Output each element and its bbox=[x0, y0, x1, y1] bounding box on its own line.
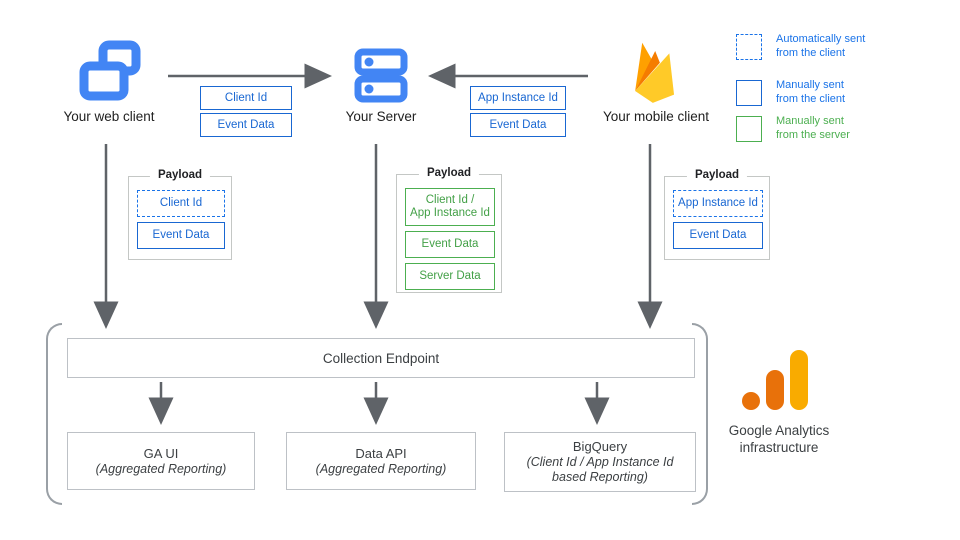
param-event-data: Event Data bbox=[200, 113, 292, 137]
brand-line: infrastructure bbox=[739, 440, 819, 455]
mobile-client-label: Your mobile client bbox=[602, 109, 710, 124]
payload-title: Payload bbox=[418, 167, 480, 179]
payload-box-web: Payload Client Id Event Data bbox=[128, 169, 232, 260]
web-client-icon bbox=[79, 40, 141, 101]
data-api-box: Data API (Aggregated Reporting) bbox=[286, 432, 476, 490]
server-icon bbox=[354, 48, 408, 103]
legend-item-manual-client: Manually sent from the client bbox=[736, 79, 845, 106]
node-subtitle: (Aggregated Reporting) bbox=[315, 461, 447, 476]
legend-label: from the client bbox=[776, 92, 846, 105]
payload-item-event-data: Event Data bbox=[405, 231, 495, 258]
collection-endpoint-label: Collection Endpoint bbox=[322, 350, 440, 366]
payload-title: Payload bbox=[686, 169, 748, 181]
payload-item-event-data: Event Data bbox=[137, 222, 225, 249]
legend-swatch-solid-green bbox=[736, 115, 762, 142]
node-subtitle: (Aggregated Reporting) bbox=[95, 461, 227, 476]
legend-label: Manually sent bbox=[776, 79, 844, 91]
payload-item-app-instance-id: App Instance Id bbox=[673, 190, 763, 217]
payload-item-client-or-app-id: Client Id / App Instance Id bbox=[405, 188, 495, 226]
payload-item-client-id: Client Id bbox=[137, 190, 225, 217]
web-client-label: Your web client bbox=[63, 109, 155, 124]
server-label: Your Server bbox=[345, 109, 417, 124]
node-title: Data API bbox=[355, 445, 407, 461]
param-client-id: Client Id bbox=[200, 86, 292, 110]
ga-ui-box: GA UI (Aggregated Reporting) bbox=[67, 432, 255, 490]
legend-label: from the client bbox=[776, 46, 846, 59]
payload-box-mobile: Payload App Instance Id Event Data bbox=[664, 169, 770, 260]
node-subtitle: (Client Id / App Instance Id based Repor… bbox=[526, 455, 674, 484]
legend-label: Manually sent bbox=[776, 115, 844, 127]
legend-swatch-solid-blue bbox=[736, 79, 762, 106]
node-title: GA UI bbox=[143, 445, 179, 461]
legend-swatch-dashed-blue bbox=[736, 33, 762, 60]
legend-label: from the server bbox=[776, 128, 850, 141]
payload-item-server-data: Server Data bbox=[405, 263, 495, 290]
payload-item-event-data: Event Data bbox=[673, 222, 763, 249]
legend-label: Automatically sent bbox=[776, 33, 866, 45]
infrastructure-bracket-left bbox=[46, 323, 62, 505]
legend-item-manual-server: Manually sent from the server bbox=[736, 115, 850, 142]
node-title: BigQuery bbox=[572, 439, 628, 454]
payload-title: Payload bbox=[149, 169, 211, 181]
legend-item-auto-client: Automatically sent from the client bbox=[736, 33, 865, 60]
collection-endpoint-box: Collection Endpoint bbox=[67, 338, 695, 378]
brand-line: Google Analytics bbox=[728, 423, 830, 438]
bigquery-box: BigQuery (Client Id / App Instance Id ba… bbox=[504, 432, 696, 492]
google-analytics-infrastructure-label: Google Analytics infrastructure bbox=[700, 422, 858, 456]
param-app-instance-id: App Instance Id bbox=[470, 86, 566, 110]
payload-box-server: Payload Client Id / App Instance Id Even… bbox=[396, 167, 502, 293]
google-analytics-icon bbox=[742, 350, 808, 410]
param-event-data: Event Data bbox=[470, 113, 566, 137]
firebase-icon bbox=[635, 42, 675, 103]
